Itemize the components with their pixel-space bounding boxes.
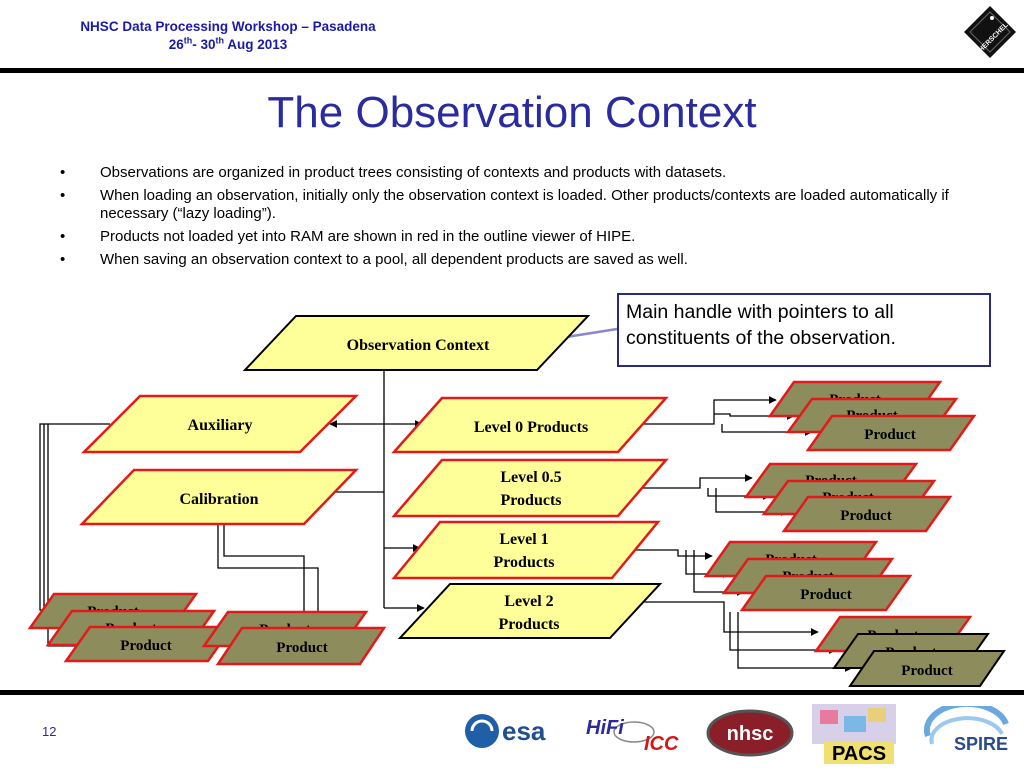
bullet-text: Products not loaded yet into RAM are sho… bbox=[100, 228, 636, 245]
slide-title: The Observation Context bbox=[267, 88, 757, 137]
date-start: 26 bbox=[168, 37, 184, 52]
date-start-suffix: th bbox=[183, 35, 193, 46]
nhsc-logo: nhsc bbox=[706, 709, 794, 757]
bullet-text: Observations are organized in product tr… bbox=[100, 164, 727, 181]
date-end-suffix: th bbox=[215, 35, 225, 46]
page-number: 12 bbox=[42, 724, 57, 739]
callout-box: Main handle with pointers to all constit… bbox=[617, 293, 991, 367]
date-separator: - 30 bbox=[192, 37, 216, 52]
footer-divider bbox=[0, 690, 1024, 695]
product-label: Product bbox=[840, 508, 891, 524]
product-node: Product bbox=[848, 650, 1006, 687]
bullet-text: When loading an observation, initially o… bbox=[100, 187, 949, 222]
bullet-marker: • bbox=[60, 187, 66, 204]
spire-logo: SPIRE bbox=[923, 706, 1009, 754]
icc-logo-text: ICC bbox=[644, 733, 679, 754]
auxiliary-node: Auxiliary bbox=[80, 394, 360, 454]
product-label: Product bbox=[276, 640, 327, 656]
esa-logo: esa bbox=[465, 714, 546, 748]
observation-context-node: Observation Context bbox=[242, 315, 591, 371]
observation-context-label: Observation Context bbox=[347, 337, 490, 354]
bullet-list: • Observations are organized in product t… bbox=[60, 164, 970, 274]
pacs-logo-text: PACS bbox=[832, 743, 886, 764]
hifi-icc-logo: HiFi ICC bbox=[586, 717, 679, 754]
level05-products-node: Level 0.5 Products bbox=[391, 458, 669, 518]
level1-label-line2: Products bbox=[493, 554, 554, 571]
pacs-logo: PACS bbox=[812, 704, 896, 764]
level1-label-line1: Level 1 bbox=[499, 531, 548, 548]
level1-products-node: Level 1 Products bbox=[391, 520, 661, 580]
herschel-logo: HERSCHEL bbox=[964, 6, 1016, 58]
level2-label-line2: Products bbox=[498, 616, 559, 633]
bullet-item: • When loading an observation, initially … bbox=[60, 187, 970, 223]
level2-label-line1: Level 2 bbox=[504, 593, 553, 610]
level0-products-node: Level 0 Products bbox=[391, 396, 669, 454]
bullet-item: • When saving an observation context to a… bbox=[60, 251, 970, 269]
header-event-title: NHSC Data Processing Workshop – Pasadena bbox=[80, 19, 376, 34]
product-node: Product bbox=[215, 626, 387, 666]
spire-logo-text: SPIRE bbox=[954, 734, 1008, 754]
header-divider bbox=[0, 68, 1024, 73]
product-label: Product bbox=[901, 663, 952, 679]
calibration-node: Calibration bbox=[79, 468, 359, 526]
level05-label-line2: Products bbox=[500, 492, 561, 509]
product-node: Product bbox=[63, 625, 235, 663]
bullet-marker: • bbox=[60, 228, 66, 245]
product-label: Product bbox=[120, 638, 171, 654]
bullet-text: When saving an observation context to a … bbox=[100, 251, 688, 268]
callout-text: Main handle with pointers to all constit… bbox=[626, 301, 896, 349]
product-node: Product bbox=[739, 574, 913, 612]
level0-label: Level 0 Products bbox=[474, 419, 588, 436]
product-node: Product bbox=[781, 495, 953, 533]
bullet-item: • Products not loaded yet into RAM are sh… bbox=[60, 228, 970, 246]
nhsc-logo-text: nhsc bbox=[727, 723, 774, 745]
level2-products-node: Level 2 Products bbox=[397, 583, 663, 639]
date-tail: Aug 2013 bbox=[224, 37, 288, 52]
calibration-label: Calibration bbox=[179, 491, 258, 508]
product-label: Product bbox=[800, 587, 851, 603]
bullet-item: • Observations are organized in product t… bbox=[60, 164, 970, 182]
esa-logo-text: esa bbox=[502, 716, 546, 746]
product-label: Product bbox=[864, 427, 915, 443]
header-dates: 26th- 30th Aug 2013 bbox=[38, 36, 418, 54]
bullet-marker: • bbox=[60, 164, 66, 181]
level05-label-line1: Level 0.5 bbox=[500, 469, 561, 486]
hifi-logo-text: HiFi bbox=[586, 717, 624, 739]
product-node: Product bbox=[805, 414, 977, 452]
auxiliary-label: Auxiliary bbox=[188, 417, 253, 434]
bullet-marker: • bbox=[60, 251, 66, 268]
